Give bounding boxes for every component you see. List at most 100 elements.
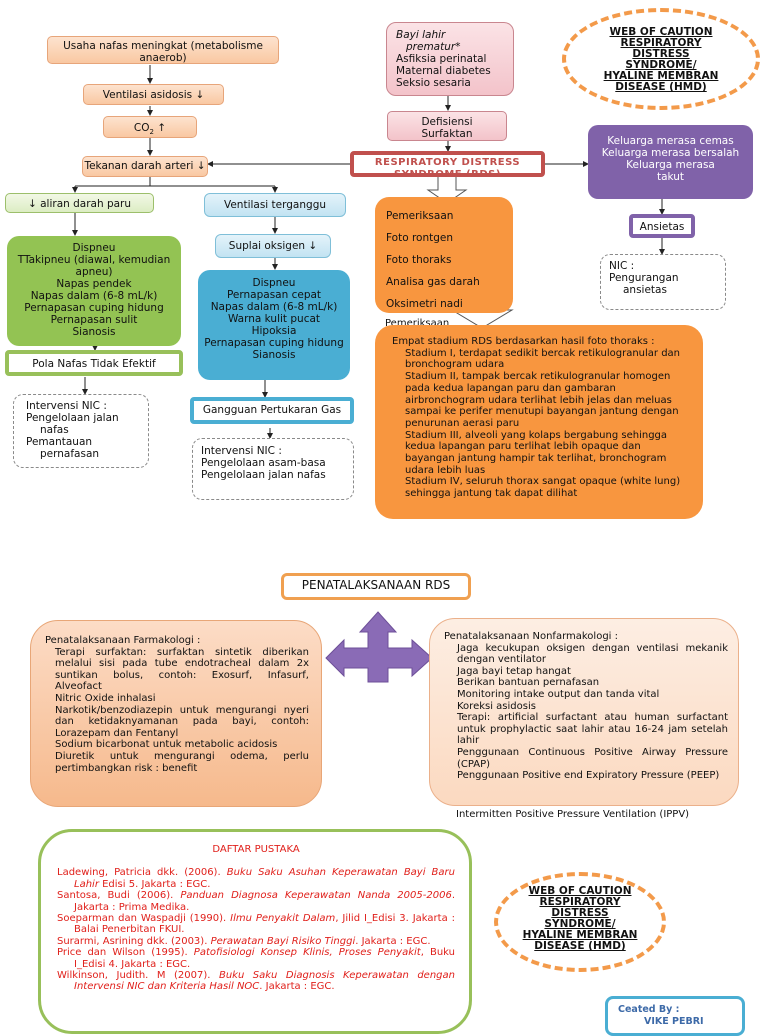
intervensi-line: nafas <box>40 424 69 436</box>
nic-line: NIC : <box>609 260 635 272</box>
intervensi-line: Pemantauan <box>26 436 93 448</box>
reference-entry: Soeparman dan Waspadji (1990). Ilmu Peny… <box>57 913 455 936</box>
co2-box: CO2 ↑ <box>103 116 197 138</box>
reference-title: Buku Saku Asuhan Keperawatan Bayi Baru L… <box>74 867 455 890</box>
title-oval-text: WEB OF CAUTION RESPIRATORY DISTRESS SYND… <box>582 27 740 93</box>
farmakologi-box: Penatalaksanaan Farmakologi : Terapi sur… <box>30 620 322 807</box>
symptom: Pernapasan cuping hidung <box>24 302 164 314</box>
title-oval <box>562 8 760 110</box>
reference-author: Soeparman dan Waspadji (1990). <box>57 913 231 925</box>
bottom-title-line: SYNDROME/ <box>544 918 616 930</box>
symptom: TTakipneu (diawal, kemudian apneu) <box>17 254 171 278</box>
reference-entry: Wilkinson, Judith. M (2007). Buku Saku D… <box>57 970 455 993</box>
intervensi-line: pernafasan <box>40 448 100 460</box>
title-line: DISTRESS <box>632 48 690 60</box>
reference-title: Buku Saku Diagnosis Keperawatan dengan I… <box>74 970 455 993</box>
symptom: Dispneu <box>72 242 116 254</box>
bottom-title-line: HYALINE MEMBRAN <box>522 929 638 941</box>
stadium-item: Stadium IV, seluruh thorax sangat opaque… <box>405 476 681 500</box>
bottom-title-line: DISTRESS <box>551 907 609 919</box>
bottom-title-line: DISEASE (HMD) <box>534 940 626 952</box>
stadium-item: Stadium III, alveoli yang kolaps bergabu… <box>405 429 668 476</box>
bottom-title-line: WEB OF CAUTION <box>528 885 632 897</box>
nonfarmakologi-item: Monitoring intake output dan tanda vital <box>457 688 660 700</box>
bayi-lahir-box: Bayi lahir prematur* Asfiksia perinatal … <box>386 22 514 96</box>
bayi-line2: prematur* <box>406 41 461 53</box>
pola-nafas-box: Pola Nafas Tidak Efektif <box>5 350 183 376</box>
reference-author: Surarmi, Asrining dkk. (2003). <box>57 935 211 947</box>
farmakologi-item: Terapi surfaktan: surfaktan sintetik dib… <box>55 646 309 693</box>
reference-publisher: . Jakarta : EGC. <box>259 981 335 993</box>
nic-line: Pengurangan <box>609 272 679 284</box>
pemeriksaan-peek-label: Pemeriksaan <box>385 318 450 327</box>
reference-publisher: . Jakarta : Prima Medika. <box>74 890 455 913</box>
farmakologi-item: Nitric Oxide inhalasi <box>55 692 156 704</box>
symptom: Pernapasan sulit <box>50 314 138 326</box>
suplai-oksigen-box: Suplai oksigen ↓ <box>215 234 331 258</box>
reference-publisher: . Jakarta : EGC. <box>355 935 431 947</box>
title-line: RESPIRATORY <box>620 37 702 49</box>
teal-symptoms-box: Dispneu Pernapasan cepat Napas dalam (6-… <box>198 270 350 380</box>
ventilasi-terganggu-label: Ventilasi terganggu <box>223 199 327 211</box>
reference-publisher: Edisi 5. Jakarta : EGC. <box>98 878 211 890</box>
co2-label: CO <box>133 122 150 134</box>
reference-entry: Surarmi, Asrining dkk. (2003). Perawatan… <box>57 936 455 947</box>
ansietas-label: Ansietas <box>639 221 685 233</box>
keluarga-line: Keluarga merasa cemas <box>607 135 734 147</box>
created-by-label: Ceated By : <box>618 1004 680 1015</box>
intervensi-line: Intervensi NIC : <box>26 400 107 412</box>
symptom: Napas pendek <box>56 278 132 290</box>
symptom: Sianosis <box>72 326 116 338</box>
farmakologi-item: Diuretik untuk mengurangi odema, perlu p… <box>55 750 309 774</box>
title-line: WEB OF CAUTION <box>609 26 713 38</box>
daftar-pustaka-heading: DAFTAR PUSTAKA <box>212 844 300 855</box>
keluarga-line: Keluarga merasa takut <box>626 159 715 183</box>
created-by-box: Ceated By : VIKE PEBRI <box>605 996 745 1036</box>
symptom: Pernapasan cuping hidung <box>204 337 344 349</box>
defisiensi-box: Defisiensi Surfaktan <box>387 111 507 141</box>
farmakologi-heading: Penatalaksanaan Farmakologi : <box>45 635 201 646</box>
intervensi-line: Pengelolaan asam-basa <box>201 457 326 469</box>
ippv-label: Intermitten Positive Pressure Ventilatio… <box>456 809 690 820</box>
farmakologi-item: Narkotik/benzodiazepin untuk mengurangi … <box>55 704 309 739</box>
intervensi-line: Pengelolaan jalan nafas <box>201 469 326 481</box>
green-symptoms-box: Dispneu TTakipneu (diawal, kemudian apne… <box>7 236 181 346</box>
intervensi-mid-box: Intervensi NIC : Pengelolaan asam-basa P… <box>192 438 354 500</box>
created-by-name: VIKE PEBRI <box>644 1016 704 1027</box>
title-line: HYALINE MEMBRAN <box>603 70 719 82</box>
nonfarmakologi-item: Penggunaan Positive end Expiratory Press… <box>457 770 720 782</box>
aliran-darah-label: ↓ aliran darah paru <box>27 198 132 210</box>
stadium-item: Stadium II, tampak bercak retikulogranul… <box>405 371 679 429</box>
symptom: Hipoksia <box>251 325 297 337</box>
keluarga-box: Keluarga merasa cemas Keluarga merasa be… <box>588 125 753 199</box>
nonfarmakologi-item: Berikan bantuan pernafasan <box>457 677 600 689</box>
intervensi-line: Pengelolaan jalan <box>26 412 119 424</box>
pemeriksaan-line: Foto rontgen <box>386 232 454 244</box>
title-line: SYNDROME/ <box>625 59 697 71</box>
nic-line: ansietas <box>623 284 667 296</box>
stadium-box: Empat stadium RDS berdasarkan hasil foto… <box>375 325 703 519</box>
nonfarmakologi-item: Terapi: artificial surfactant atau human… <box>457 712 728 747</box>
reference-list: Ladewing, Patricia dkk. (2006). Buku Sak… <box>57 867 455 992</box>
pemeriksaan-line: Oksimetri nadi <box>386 298 463 310</box>
farmakologi-item: Sodium bicarbonat untuk metabolic acidos… <box>55 739 278 751</box>
gangguan-box: Gangguan Pertukaran Gas <box>190 397 354 424</box>
symptom: Warna kulit pucat <box>227 313 321 325</box>
title-line: DISEASE (HMD) <box>615 81 707 93</box>
intervensi-line: Intervensi NIC : <box>201 445 282 457</box>
co2-arrow: ↑ <box>153 122 167 134</box>
bayi-item: Asfiksia perinatal <box>396 53 487 65</box>
rds-title-label: RESPIRATORY DISTRESS SYNDROME (RDS) <box>374 157 521 177</box>
nonfarmakologi-item: Jaga kecukupan oksigen dengan ventilasi … <box>457 642 728 666</box>
bottom-title-line: RESPIRATORY <box>539 896 621 908</box>
daftar-pustaka-box: DAFTAR PUSTAKA Ladewing, Patricia dkk. (… <box>38 829 472 1034</box>
bayi-line1: Bayi lahir <box>396 29 446 41</box>
reference-entry: Price dan Wilson (1995). Patofisiologi K… <box>57 947 455 970</box>
tekanan-darah-label: Tekanan darah arteri ↓ <box>84 160 206 172</box>
keluarga-line: Keluarga merasa bersalah <box>601 147 740 159</box>
ventilasi-asidosis-box: Ventilasi asidosis ↓ <box>83 84 224 105</box>
stadium-intro: Empat stadium RDS berdasarkan hasil foto… <box>392 336 655 347</box>
nonfarmakologi-item: Penggunaan Continuous Positive Airway Pr… <box>457 746 728 770</box>
reference-publisher: , Jilid I_Edisi 3. Jakarta : Balai Pener… <box>74 913 455 936</box>
